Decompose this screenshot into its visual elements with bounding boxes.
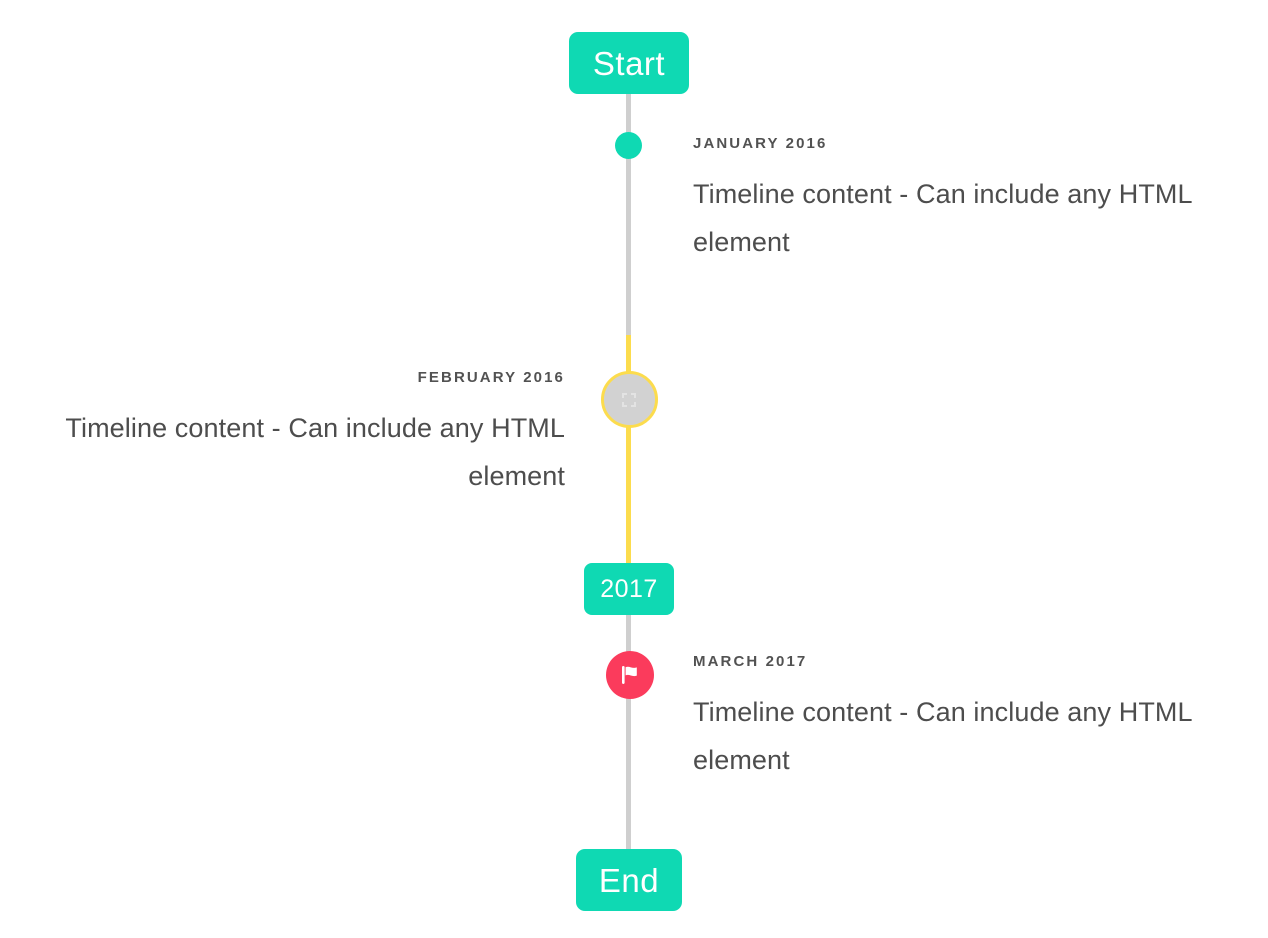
image-placeholder-icon <box>621 392 636 407</box>
timeline-marker-dot-icon[interactable] <box>615 132 642 159</box>
timeline-marker-flag[interactable] <box>606 651 654 699</box>
timeline-marker-image-placeholder[interactable] <box>601 371 658 428</box>
timeline-entry-label: JANUARY 2016 <box>693 135 828 152</box>
timeline-year-badge[interactable]: 2017 <box>584 563 674 615</box>
timeline-entry-body: Timeline content - Can include any HTML … <box>693 179 1192 258</box>
flag-icon <box>622 666 637 684</box>
timeline-entry-label: FEBRUARY 2016 <box>417 369 565 386</box>
timeline-entry-body: Timeline content - Can include any HTML … <box>693 697 1192 776</box>
timeline-entry-label: MARCH 2017 <box>693 653 808 670</box>
timeline-entry-january: JANUARY 2016 Timeline content - Can incl… <box>693 136 1233 266</box>
timeline-axis-segment-yellow <box>626 335 631 563</box>
timeline-entry-february: FEBRUARY 2016 Timeline content - Can inc… <box>35 370 565 500</box>
timeline-end-badge[interactable]: End <box>576 849 682 911</box>
timeline-entry-march: MARCH 2017 Timeline content - Can includ… <box>693 654 1233 784</box>
timeline-axis-segment-gray-lower <box>626 615 631 849</box>
timeline-start-badge[interactable]: Start <box>569 32 689 94</box>
timeline-axis-segment-gray-upper <box>626 94 631 335</box>
timeline-entry-body: Timeline content - Can include any HTML … <box>65 413 565 492</box>
